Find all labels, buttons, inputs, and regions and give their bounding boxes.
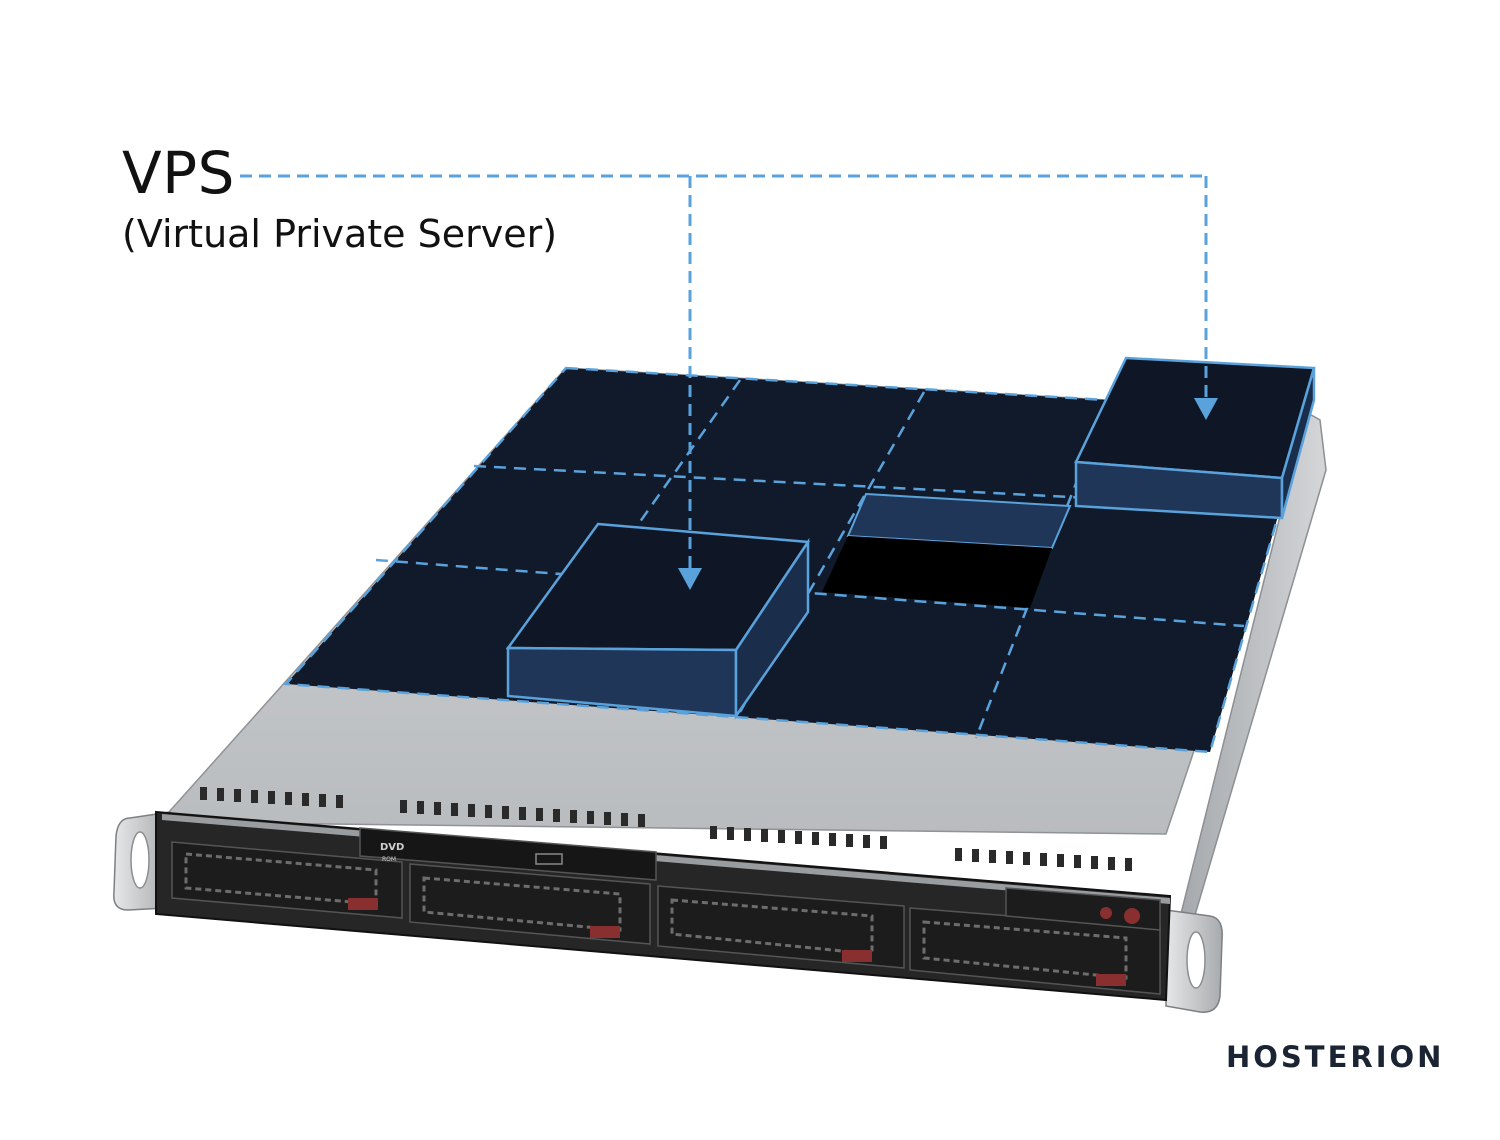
vps-block-right <box>1074 356 1316 520</box>
arrow-head-left <box>678 568 702 590</box>
drive-bay-1 <box>171 841 403 919</box>
optical-drive <box>359 827 657 881</box>
chassis-right-side <box>1161 410 1327 1002</box>
drive-bay-4 <box>909 907 1161 995</box>
vps-block-left <box>505 522 811 721</box>
optical-drive-sublabel: ROM <box>382 856 396 863</box>
vps-connector-lines <box>240 174 1208 570</box>
chassis-vents <box>200 787 1132 871</box>
vps-panel-outline <box>283 366 1310 754</box>
arrow-head-right <box>1194 398 1218 420</box>
drive-bay-3 <box>657 885 905 969</box>
vps-empty-slot <box>822 492 1072 608</box>
brand-logo: HOSTERION <box>1226 1040 1445 1074</box>
optical-drive-label: DVD <box>380 842 404 853</box>
drive-bay-2 <box>409 863 651 945</box>
page-title: VPS <box>122 139 235 207</box>
page-subtitle: (Virtual Private Server) <box>122 212 558 256</box>
control-panel <box>1005 887 1161 931</box>
